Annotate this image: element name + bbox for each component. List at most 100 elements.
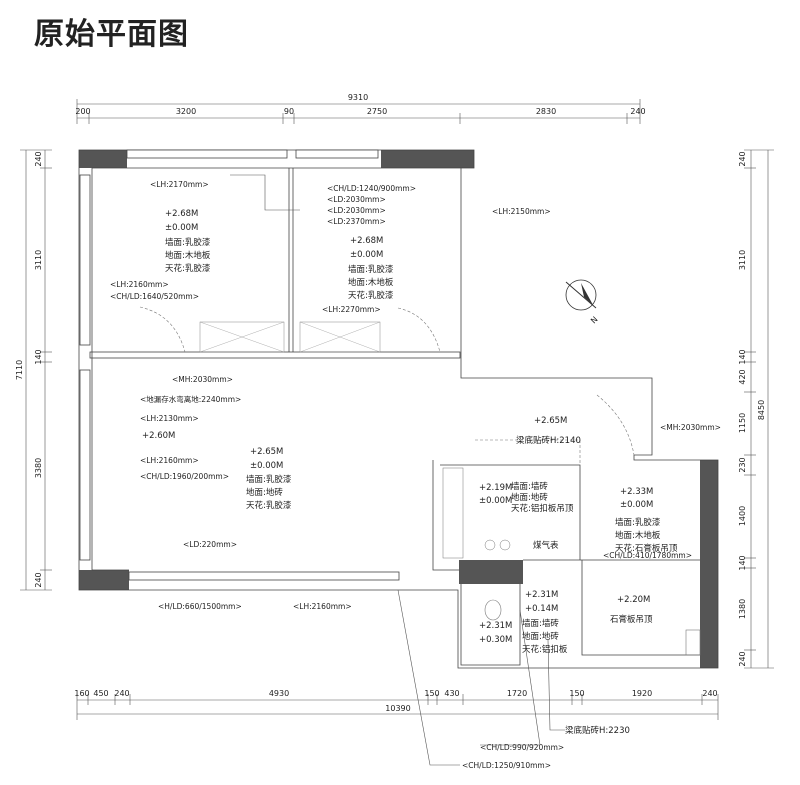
kitchen-ceiling: 天花:铝扣板吊顶: [511, 503, 574, 514]
left-dim-2: 3110: [34, 250, 43, 270]
bathroom-floor: 地面:地砖: [522, 631, 559, 642]
bedroom1-floor: 地面:木地板: [165, 250, 211, 261]
label-chld1250: <CH/LD:1250/910mm>: [462, 761, 551, 770]
bottom-dim-8: 150: [569, 689, 584, 698]
label-lh2150: <LH:2150mm>: [492, 207, 551, 216]
bedroom3-floor: 地面:木地板: [615, 530, 661, 541]
living-ceiling-height: +2.65M: [250, 447, 283, 457]
top-dim-3: 90: [284, 107, 294, 116]
kitchen-wall: 墙面:墙砖: [511, 481, 548, 492]
right-dim-1: 240: [738, 151, 747, 166]
right-dimensions: 240 3110 140 420 1150 230 1400 140 1380 …: [738, 149, 774, 669]
left-dim-5: 240: [34, 572, 43, 587]
right-dim-7: 1400: [738, 506, 747, 526]
bottom-dim-6: 430: [444, 689, 459, 698]
kitchen-floor: 地面:地砖: [511, 492, 548, 503]
label-ld2030a: <LD:2030mm>: [327, 195, 386, 204]
label-lh2270: <LH:2270mm>: [322, 305, 381, 314]
right-dim-3: 140: [738, 349, 747, 364]
label-lh2130: <LH:2130mm>: [140, 414, 199, 423]
kitchen-ceiling-height: +2.19M: [479, 483, 512, 493]
bottom-dimensions: 160 450 240 4930 150 430 1720 150 1920 2…: [74, 689, 719, 720]
bathroom-ceiling: 天花:铝扣板: [522, 644, 568, 655]
balcony-ceiling-height: +2.20M: [617, 595, 650, 605]
room-hall: +2.65M: [534, 416, 567, 426]
top-total-dim: 9310: [348, 93, 368, 102]
bedroom2-ceiling-height: +2.68M: [350, 236, 383, 246]
left-dim-3: 140: [34, 349, 43, 364]
bathroom-ceiling-height: +2.31M: [525, 590, 558, 600]
north-label: N: [589, 315, 600, 326]
label-chld1640: <CH/LD:1640/520mm>: [110, 292, 199, 301]
bottom-dim-10: 240: [702, 689, 717, 698]
top-dim-1: 200: [75, 107, 90, 116]
label-lh2160b: <LH:2160mm>: [140, 456, 199, 465]
right-dim-6: 230: [738, 457, 747, 472]
bathroom-floor-height: +0.14M: [525, 604, 558, 614]
bottom-dim-7: 1720: [507, 689, 527, 698]
right-dim-5: 1150: [738, 413, 747, 433]
living-side-height: +2.60M: [142, 431, 175, 441]
label-mh2030b: <MH:2030mm>: [660, 423, 721, 432]
label-chld410: <CH/LD:410/1780mm>: [603, 551, 692, 560]
bedroom1-floor-height: ±0.00M: [165, 223, 198, 233]
top-dim-2: 3200: [176, 107, 196, 116]
bedroom2-floor: 地面:木地板: [348, 277, 394, 288]
label-mh2030a: <MH:2030mm>: [172, 375, 233, 384]
bath-small-floor-height: +0.30M: [479, 635, 512, 645]
room-bedroom3: +2.33M ±0.00M 墙面:乳胶漆 地面:木地板 天花:石膏板吊顶: [615, 487, 678, 554]
right-dim-9: 1380: [738, 599, 747, 619]
label-ld2030b: <LD:2030mm>: [327, 206, 386, 215]
right-total-dim: 8450: [757, 400, 766, 420]
bedroom3-ceiling-height: +2.33M: [620, 487, 653, 497]
room-bathroom: +2.31M +0.14M 墙面:墙砖 地面:地砖 天花:铝扣板: [522, 590, 568, 655]
label-lh2160c: <LH:2160mm>: [293, 602, 352, 611]
bottom-total-dim: 10390: [385, 704, 410, 713]
right-dim-10: 240: [738, 651, 747, 666]
label-ld220: <LD:220mm>: [183, 540, 237, 549]
living-floor-height: ±0.00M: [250, 461, 283, 471]
bedroom3-ceiling: 天花:石膏板吊顶: [615, 543, 678, 554]
north-arrow: N: [565, 279, 600, 326]
label-hld660: <H/LD:660/1500mm>: [158, 602, 242, 611]
top-dimensions: 9310 200 3200 90 2750 2830 240: [75, 93, 646, 124]
bedroom3-floor-height: ±0.00M: [620, 500, 653, 510]
room-bedroom2: +2.68M ±0.00M 墙面:乳胶漆 地面:木地板 天花:乳胶漆: [348, 236, 394, 301]
bottom-dim-2: 450: [93, 689, 108, 698]
right-dim-8: 140: [738, 555, 747, 570]
room-living: +2.65M ±0.00M 墙面:乳胶漆 地面:地砖 天花:乳胶漆 +2.60M: [142, 431, 292, 511]
bottom-dim-5: 150: [424, 689, 439, 698]
label-gasmeter: 煤气表: [533, 540, 559, 551]
bottom-dim-9: 1920: [632, 689, 652, 698]
label-drain: <地漏存水弯离地:2240mm>: [140, 394, 241, 404]
bathroom-wall: 墙面:墙砖: [522, 618, 559, 629]
bedroom2-ceiling: 天花:乳胶漆: [348, 290, 394, 301]
top-dim-4: 2750: [367, 107, 387, 116]
left-dim-4: 3380: [34, 458, 43, 478]
label-beam2230: 梁底贴砖H:2230: [565, 725, 630, 736]
label-beam2140: 梁底贴砖H:2140: [516, 435, 581, 446]
label-chld1960: <CH/LD:1960/200mm>: [140, 472, 229, 481]
label-ld2370: <LD:2370mm>: [327, 217, 386, 226]
left-total-dim: 7110: [15, 360, 24, 380]
room-kitchen: +2.19M ±0.00M 墙面:墙砖 地面:地砖 天花:铝扣板吊顶: [479, 481, 574, 514]
room-balcony: +2.20M 石膏板吊顶: [610, 595, 653, 625]
label-chld990: <CH/LD:990/920mm>: [480, 743, 564, 752]
hall-ceiling-height: +2.65M: [534, 416, 567, 426]
room-bath-small: +2.31M +0.30M: [479, 621, 512, 645]
bedroom1-ceiling-height: +2.68M: [165, 209, 198, 219]
bedroom2-wall: 墙面:乳胶漆: [348, 264, 394, 275]
top-dim-5: 2830: [536, 107, 556, 116]
page-title: 原始平面图: [34, 17, 189, 52]
bottom-dim-3: 240: [114, 689, 129, 698]
room-bedroom1: +2.68M ±0.00M 墙面:乳胶漆 地面:木地板 天花:乳胶漆: [165, 209, 211, 274]
walls: [78, 149, 719, 669]
bottom-dim-4: 4930: [269, 689, 289, 698]
bedroom2-floor-height: ±0.00M: [350, 250, 383, 260]
living-wall: 墙面:乳胶漆: [246, 474, 292, 485]
living-ceiling: 天花:乳胶漆: [246, 500, 292, 511]
label-lh2170: <LH:2170mm>: [150, 180, 209, 189]
bedroom1-ceiling: 天花:乳胶漆: [165, 263, 211, 274]
bedroom1-wall: 墙面:乳胶漆: [165, 237, 211, 248]
right-dim-4: 420: [738, 369, 747, 384]
